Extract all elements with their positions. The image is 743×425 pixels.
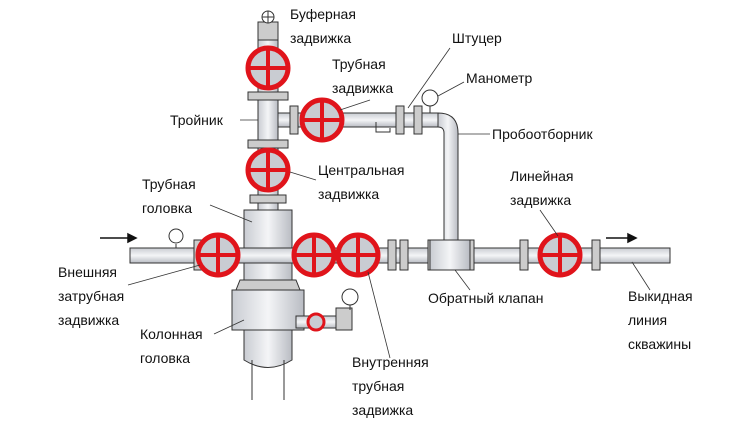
gauge-icon [341,288,359,306]
label-line: Линейная [510,168,574,184]
label-line: задвижка [510,192,572,208]
leader-lines [127,47,651,359]
label-casing-head: Колонная головка [140,322,203,370]
label-line: Штуцер [452,30,502,46]
label-line: Центральная [318,162,405,178]
label-buffer-valve: Буферная задвижка [290,2,356,50]
label-line: задвижка [352,402,414,418]
tubing-head [243,209,293,281]
label-outer-annulus-valve: Внешняя затрубная задвижка [58,260,124,332]
label-line: задвижка [332,80,394,96]
label-tee: Тройник [170,108,223,132]
label-line: Трубная [142,176,196,192]
label-line: Колонная [140,326,203,342]
label-manometer: Манометр [466,66,532,90]
central-valve-icon [245,147,291,193]
label-line: скважины [628,336,692,352]
label-line: трубная [352,378,405,394]
check-valve [429,239,471,271]
label-line: Трубная [332,56,386,72]
label-line: Тройник [170,112,223,128]
manometer-icon [421,89,439,107]
label-line: Выкидная [628,288,693,304]
label-flowline: Выкидная линия скважины [628,284,693,356]
pressure-gauges [168,89,439,310]
label-line: задвижка [58,312,120,328]
label-line: Пробоотборник [492,126,593,142]
label-sampler: Пробоотборник [492,122,593,146]
label-choke: Штуцер [452,26,502,50]
valves [195,45,583,332]
inner-tubing-valve-icon [291,232,337,278]
label-central-valve: Центральная задвижка [318,158,404,206]
label-line: Внутренняя [352,354,429,370]
buffer-valve-icon [245,45,291,91]
label-line: Внешняя [58,264,117,280]
label-check-valve: Обратный клапан [428,286,543,310]
outer-annulus-valve-icon [195,232,241,278]
label-line: Манометр [466,70,533,86]
casing-head [231,289,305,331]
label-line: затрубная [58,288,125,304]
top-handwheel-icon [257,10,279,41]
label-line: задвижка [318,186,380,202]
pipes [129,39,671,400]
label-line: задвижка [290,30,352,46]
label-line: линия [628,312,668,328]
line-valve-icon [537,232,583,278]
label-tubing-head: Трубная головка [142,172,196,220]
gauge-icon [168,228,184,244]
label-tubing-valve: Трубная задвижка [332,52,393,100]
label-line-valve: Линейная задвижка [510,164,573,212]
label-line: Буферная [290,6,356,22]
casing-valve-icon [306,312,326,332]
label-line: Обратный клапан [428,290,544,306]
label-line: головка [142,200,193,216]
flow-arrows [100,232,638,244]
tubing-valve-icon [299,97,345,143]
inner-tubing-valve-2-icon [335,232,381,278]
sampler-icon [375,122,391,133]
label-line: головка [140,350,191,366]
label-inner-tubing-valve: Внутренняя трубная задвижка [352,350,429,422]
